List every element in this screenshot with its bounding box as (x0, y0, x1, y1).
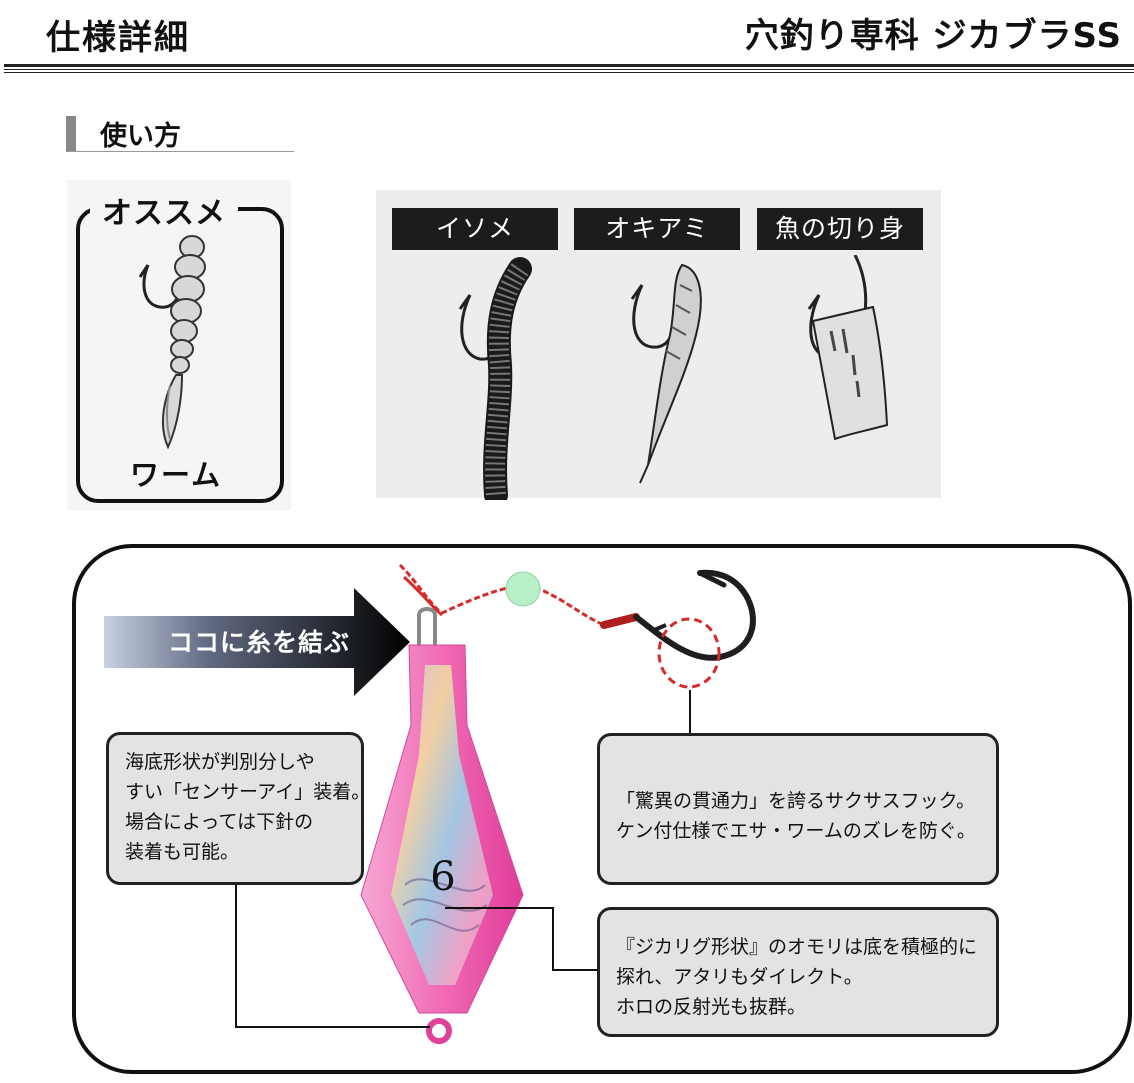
callout-jikarig-shape: 『ジカリグ形状』のオモリは底を積極的に 探れ、アタリもダイレクト。 ホロの反射光… (597, 907, 999, 1037)
recommend-title: オススメ (90, 188, 238, 232)
callout-line: 探れ、アタリもダイレクト。 (616, 966, 863, 988)
fish-fillet-bait-illustration (807, 255, 889, 441)
callout-line: 場合によっては下針の (125, 811, 314, 833)
callout-line: すい「センサーアイ」装着。 (125, 781, 371, 803)
arrow-label: ココに糸を結ぶ (168, 628, 351, 657)
bait-tag-okiami: オキアミ (574, 208, 740, 250)
section-underline (66, 151, 294, 152)
header-rule-thin (4, 69, 1134, 70)
sinker-weight-illustration: 6 (360, 607, 524, 1044)
line-and-hook-illustration (398, 563, 756, 661)
callout-hook: 「驚異の貫通力」を誇るサクサスフック。 ケン付仕様でエサ・ワームのズレを防ぐ。 (597, 733, 999, 885)
isome-bait-illustration (458, 257, 532, 500)
hook-highlight-circle (657, 617, 721, 689)
callout-line: 「驚異の貫通力」を誇るサクサスフック。 (616, 790, 976, 812)
header-rule-thin-2 (4, 72, 1134, 73)
section-marker (66, 116, 76, 152)
callout-line: ケン付仕様でエサ・ワームのズレを防ぐ。 (616, 820, 976, 842)
callout-line: 海底形状が判別分しや (125, 751, 315, 773)
tie-here-arrow (104, 588, 410, 696)
callout-line: ホロの反射光も抜群。 (616, 996, 807, 1018)
recommend-label: ワーム (130, 458, 223, 492)
section-title: 使い方 (100, 121, 181, 152)
page-title: 仕様詳細 (46, 18, 190, 58)
weight-number: 6 (430, 854, 455, 900)
callout-line: 装着も可能。 (125, 841, 240, 863)
bait-tag-isome: イソメ (392, 208, 558, 250)
callout-sensor-eye: 海底形状が判別分しや すい「センサーアイ」装着。 場合によっては下針の 装着も可… (106, 732, 371, 885)
worm-on-hook-illustration (138, 235, 206, 450)
bait-tag-fish-fillet: 魚の切り身 (757, 208, 923, 250)
callout-line: 『ジカリグ形状』のオモリは底を積極的に (616, 936, 978, 958)
product-title: 穴釣り専科 ジカブラSS (744, 16, 1122, 56)
header-rule (4, 64, 1134, 67)
okiami-bait-illustration (630, 263, 702, 484)
